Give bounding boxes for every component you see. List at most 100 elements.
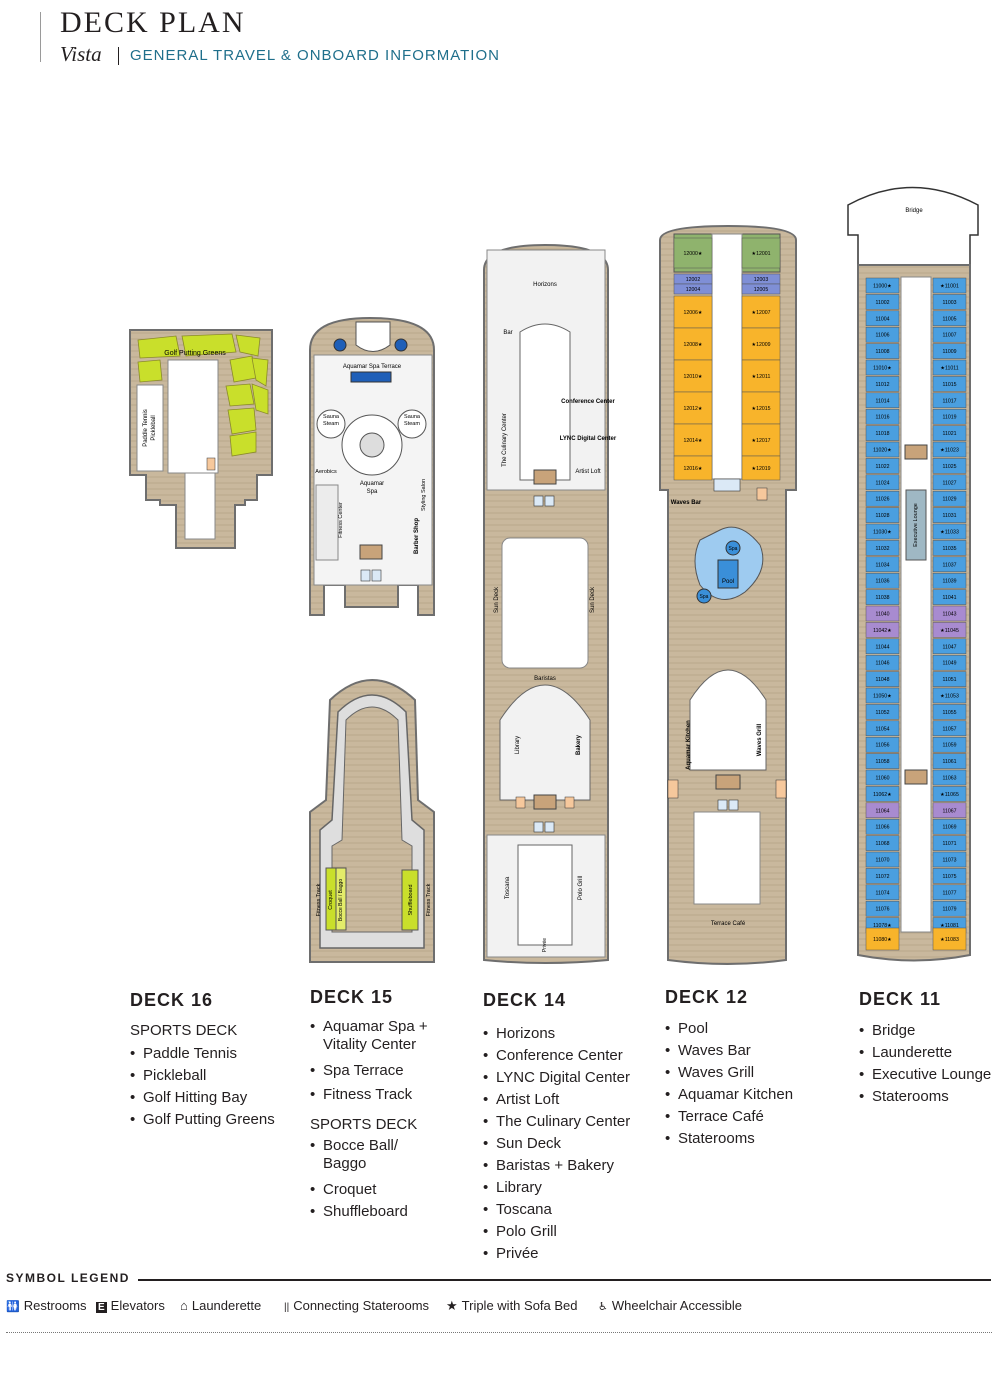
- deck11-room-left: 11068: [875, 841, 889, 847]
- deck12-column: DECK 12 Pool Waves Bar Waves Grill Aquam…: [665, 987, 835, 1150]
- legend-item-restrooms: 🚻Restrooms: [6, 1298, 87, 1313]
- d12-waves-grill: Waves Grill: [757, 723, 763, 756]
- deck16-item: Paddle Tennis: [130, 1043, 300, 1065]
- deck11-room-left: 11066: [875, 825, 889, 831]
- deck12-plan: 12000★120021200412006★12008★12010★12012★…: [659, 224, 797, 965]
- d15-styling: Styling Salon: [421, 479, 427, 511]
- deck11-room-left-cell: [865, 507, 900, 523]
- d15-fitness-track-left: Fitness Track: [316, 883, 322, 916]
- deck12-item: Waves Bar: [665, 1040, 835, 1062]
- deck12-item: Waves Grill: [665, 1062, 835, 1084]
- deck12-room-left-cell: [673, 455, 713, 481]
- deck12-room-left-cell: [673, 237, 713, 269]
- deck11-room-left-cell: [865, 343, 900, 359]
- deck11-room-right-cell: [932, 884, 967, 901]
- deck11-room-left: 11076: [875, 907, 889, 913]
- deck11-room-left: 11016: [875, 415, 889, 421]
- d12-spa-2: Spa: [700, 594, 709, 600]
- deck11-room-left: 11074: [875, 890, 889, 896]
- d12-waves-bar: Waves Bar: [671, 500, 702, 506]
- deck12-room-right-cell: [741, 455, 781, 481]
- deck12-room-right: ★12009: [751, 342, 770, 348]
- deck16-column: DECK 16 SPORTS DECK Paddle Tennis Pickle…: [130, 990, 300, 1131]
- deck11-room-left-cell: [865, 556, 900, 573]
- deck11-room-left: 11024: [875, 480, 889, 486]
- deck11-room-right: 11057: [942, 726, 956, 732]
- deck11-room-left: 11002: [875, 300, 889, 306]
- star-icon: ★: [446, 1298, 458, 1313]
- deck11-room-left: 11000★: [873, 284, 892, 290]
- deck14-item: Baristas + Bakery: [483, 1155, 653, 1177]
- deck12-item: Terrace Café: [665, 1106, 835, 1128]
- deck11-room-right: 11037: [942, 562, 956, 568]
- d15-barber: Barber Shop: [414, 518, 420, 554]
- deck14-item: The Culinary Center: [483, 1111, 653, 1133]
- deck11-room-left-cell: [865, 408, 900, 425]
- launderette-icon: ⌂: [180, 1298, 188, 1313]
- deck12-title: DECK 12: [665, 987, 749, 1007]
- deck16-subheading: SPORTS DECK: [130, 1022, 238, 1039]
- deck12-room-left-cell: [673, 423, 713, 457]
- d15-croquet: Croquet: [328, 890, 334, 910]
- deck11-staterooms: 11000★1100211004110061100811010★11012110…: [865, 277, 967, 951]
- d14-lync: LYNC Digital Center: [560, 436, 617, 442]
- deck11-room-left-cell: [865, 671, 900, 687]
- legend-item-triple: ★Triple with Sofa Bed: [446, 1298, 578, 1314]
- d15-sauna-right: Sauna: [404, 414, 421, 420]
- deck11-room-right: 11015: [942, 382, 956, 388]
- deck11-room-right-cell: [932, 868, 967, 884]
- deck12-room-left: 12000★: [683, 251, 702, 257]
- d15-shuffleboard: Shuffleboard: [408, 884, 414, 915]
- golf-greens: [137, 333, 269, 457]
- deck11-room-right: ★11045: [940, 628, 959, 634]
- d16-golf-label: Golf Putting Greens: [164, 350, 226, 357]
- deck11-room-right: ★11033: [940, 530, 959, 536]
- deck12-room-left-cell: [673, 283, 713, 295]
- deck11-room-right-cell: [932, 408, 967, 425]
- deck11-room-right: ★11023: [940, 448, 959, 454]
- deck11-room-right-cell: [932, 359, 967, 376]
- d11-bridge: Bridge: [905, 208, 923, 214]
- deck11-room-left-cell: [865, 687, 900, 704]
- deck11-room-left-cell: [865, 900, 900, 917]
- legend-label: Triple with Sofa Bed: [461, 1298, 578, 1313]
- ship-name: Vista: [60, 42, 102, 66]
- deck11-room-right-cell: [932, 927, 967, 951]
- deck11-room-right-cell: [932, 277, 967, 294]
- deck12-room-left: 12014★: [683, 438, 702, 444]
- legend-rule: [138, 1279, 991, 1281]
- deck11-room-left-cell: [865, 704, 900, 720]
- deck11-room-right-cell: [932, 671, 967, 687]
- deck11-room-right-cell: [932, 769, 967, 786]
- deck11-room-right-cell: [932, 556, 967, 573]
- deck11-room-right: 11027: [942, 480, 956, 486]
- legend-label: Wheelchair Accessible: [611, 1298, 742, 1313]
- deck11-room-left: 11020★: [873, 448, 892, 454]
- deck11-room-right: 11069: [942, 825, 956, 831]
- deck11-room-right: 11003: [942, 300, 956, 306]
- deck11-room-right-cell: [932, 425, 967, 441]
- d15-sauna-left: Sauna: [323, 414, 340, 420]
- deck11-room-left-cell: [865, 523, 900, 540]
- deck11-room-right: 11059: [942, 743, 956, 749]
- d14-artist: Artist Loft: [575, 469, 601, 475]
- deck12-item: Pool: [665, 1018, 835, 1040]
- deck11-room-right-cell: [932, 605, 967, 622]
- deck12-room-right: ★12007: [751, 310, 770, 316]
- d14-horizons: Horizons: [533, 282, 557, 288]
- deck14-item: LYNC Digital Center: [483, 1067, 653, 1089]
- header-separator: [118, 47, 119, 65]
- deck11-room-left: 11080★: [873, 937, 892, 943]
- deck15-subheading: SPORTS DECK: [310, 1116, 418, 1133]
- deck11-room-right: 11049: [942, 661, 956, 667]
- d14-sun-left: Sun Deck: [494, 586, 500, 613]
- deck11-room-left-cell: [865, 572, 900, 589]
- legend-item-launderette: ⌂Launderette: [180, 1298, 261, 1313]
- deck11-room-left: 11014: [875, 398, 889, 404]
- d15-aquamar: Aquamar: [360, 481, 384, 487]
- d15-steam-right: Steam: [404, 421, 420, 427]
- deck11-room-right: 11031: [942, 513, 956, 519]
- deck11-room-left-cell: [865, 605, 900, 622]
- deck11-room-right-cell: [932, 490, 967, 507]
- deck11-room-left-cell: [865, 441, 900, 458]
